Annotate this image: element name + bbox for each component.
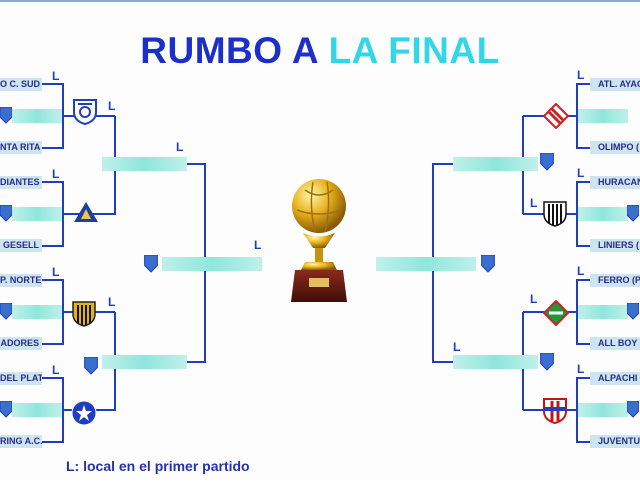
club-crest-icon [543,300,569,326]
slot-left-qf-2 [12,207,62,221]
legend-note: L: local en el primer partido [66,458,250,474]
team-slot-left-4: GESELL [0,239,42,252]
team-slot-right-5: FERRO (P [590,274,640,287]
team-slot-right-4: LINIERS ( [590,239,640,252]
team-slot-right-6: ALL BOY [590,337,640,350]
team-slot-left-3: DIANTES [0,176,42,189]
team-slot-left-5: P. NORTE [0,274,42,287]
title-part-2: LA FINAL [328,30,500,71]
shield-icon [0,401,12,418]
slot-right-sf-2 [453,355,538,369]
local-marker: L [52,363,60,377]
shield-icon [627,205,639,222]
slot-left-sf-1 [102,157,187,171]
club-crest-icon [543,398,567,424]
local-marker: L [577,166,585,180]
local-marker: L [453,340,461,354]
shield-icon [481,255,495,273]
team-slot-left-6: ADORES [0,337,42,350]
club-crest-icon [71,400,97,426]
team-slot-right-7: ALPACHI [590,372,640,385]
team-slot-left-2: NTA RITA [0,141,42,154]
trophy-icon [291,179,347,302]
slot-right-sf-1 [453,157,538,171]
local-marker: L [254,238,262,252]
team-slot-right-8: JUVENTU [590,435,640,448]
team-slot-right-3: HURACAN [590,176,640,189]
title-part-1: RUMBO A [140,30,318,71]
slot-right-qf-3 [578,305,628,319]
local-marker: L [52,69,60,83]
team-slot-left-1: O C. SUD [0,78,42,91]
slot-left-qf-1 [12,109,62,123]
club-crest-icon [543,103,569,129]
club-crest-icon [543,201,567,227]
club-crest-icon [72,301,96,327]
shield-icon [0,107,12,124]
local-marker: L [530,292,538,306]
local-marker: L [52,265,60,279]
local-marker: L [108,295,116,309]
slot-left-qf-4 [12,403,62,417]
shield-icon [627,401,639,418]
club-crest-icon [73,99,97,125]
shield-icon [0,205,12,222]
local-marker: L [52,167,60,181]
local-marker: L [108,99,116,113]
slot-right-qf-2 [578,207,628,221]
team-slot-right-1: ATL. AYAC [590,78,640,91]
shield-icon [144,255,158,273]
club-crest-icon [74,202,98,222]
slot-right-qf-1 [578,109,628,123]
shield-icon [540,153,554,171]
slot-left-qf-3 [12,305,62,319]
slot-right-qf-4 [578,403,628,417]
local-marker: L [577,362,585,376]
local-marker: L [577,68,585,82]
page-title: RUMBO A LA FINAL [0,30,640,72]
slot-left-sf-2 [102,355,187,369]
local-marker: L [176,140,184,154]
team-slot-right-2: OLIMPO ( [590,141,640,154]
slot-left-final [162,257,262,271]
shield-icon [627,303,639,320]
team-slot-left-8: RING A.C. [0,435,42,448]
shield-icon [0,303,12,320]
shield-icon [84,357,98,375]
local-marker: L [530,196,538,210]
shield-icon [540,353,554,371]
slot-right-final [376,257,476,271]
team-slot-left-7: DEL PLATA [0,372,42,385]
local-marker: L [577,264,585,278]
